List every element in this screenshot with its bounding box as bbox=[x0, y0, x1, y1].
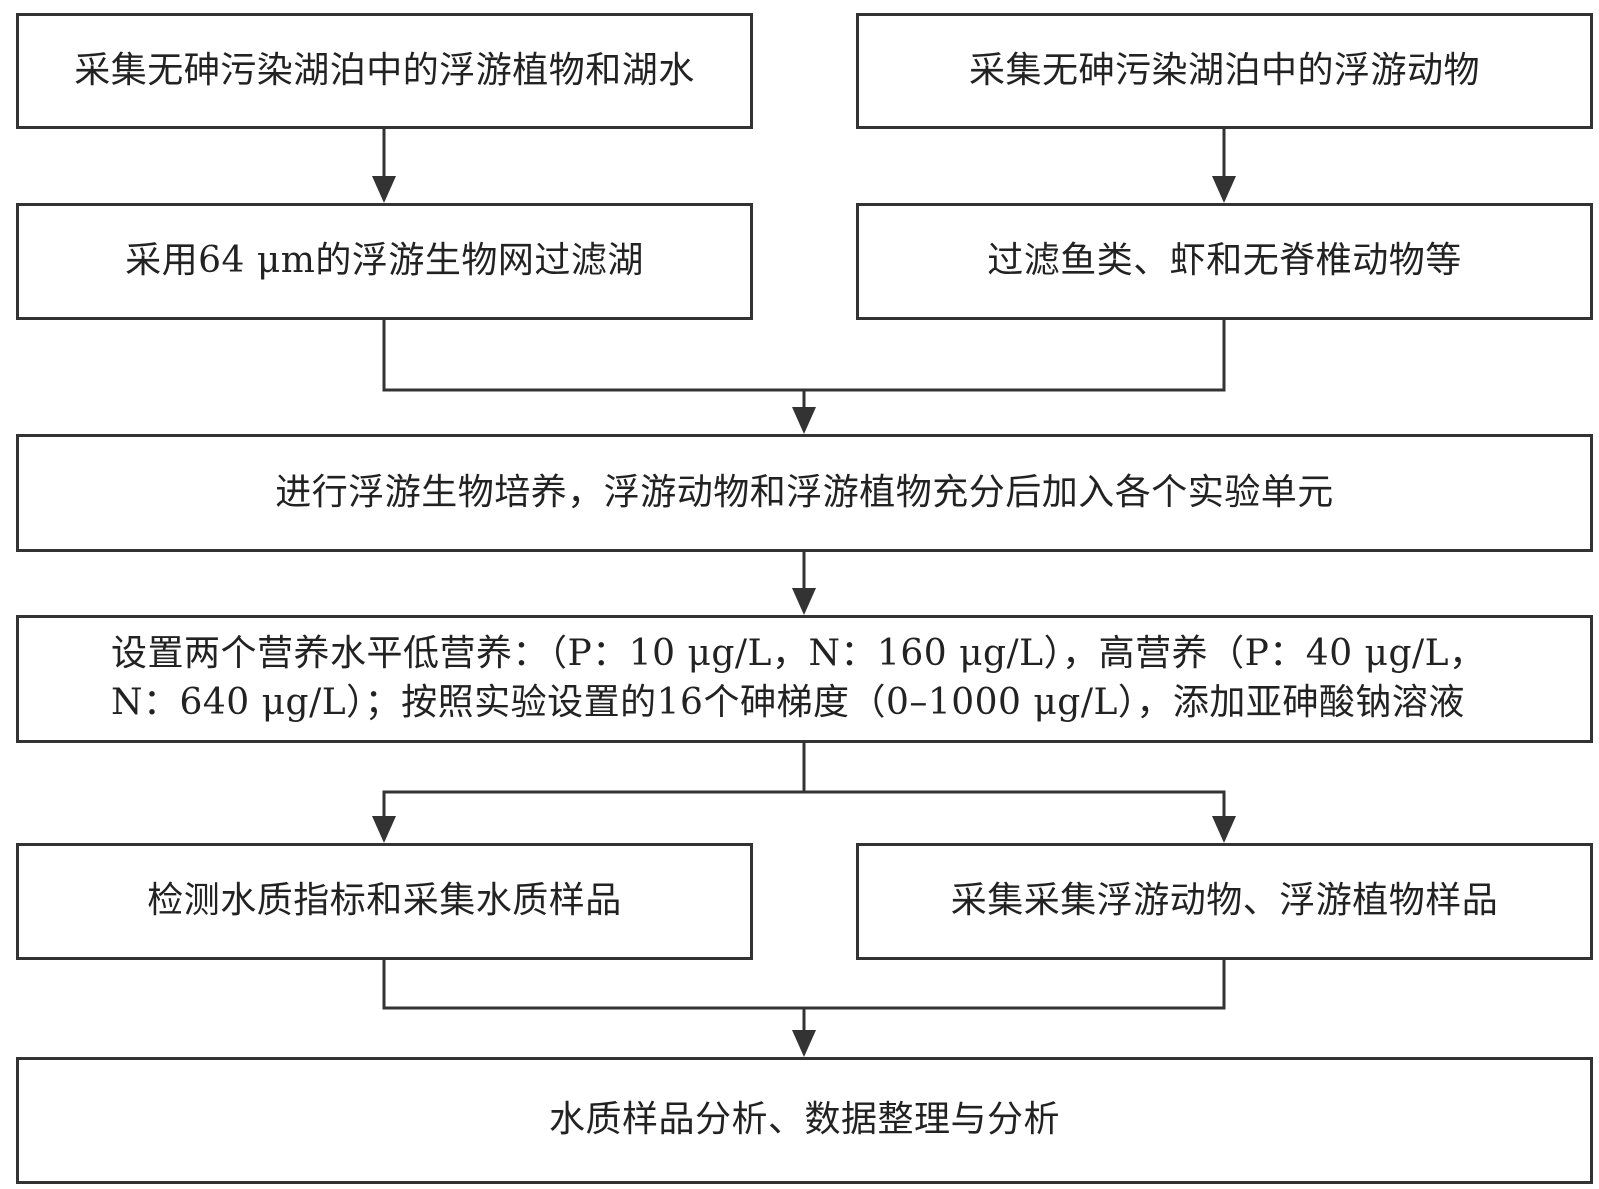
arrowhead-icon bbox=[792, 1030, 816, 1057]
node-label: 采集无砷污染湖泊中的浮游植物和湖水 bbox=[74, 49, 695, 91]
connector-line bbox=[382, 318, 1226, 392]
node-label: 过滤鱼类、虾和无脊椎动物等 bbox=[987, 240, 1462, 282]
node-label: 水质样品分析、数据整理与分析 bbox=[548, 1099, 1060, 1141]
node-filter-lake-water: 采用64 μm的浮游生物网过滤湖 bbox=[16, 203, 753, 320]
node-analysis: 水质样品分析、数据整理与分析 bbox=[16, 1057, 1593, 1184]
arrowhead-icon bbox=[792, 588, 816, 615]
arrowhead-icon bbox=[1212, 816, 1236, 843]
node-label: 进行浮游生物培养，浮游动物和浮游植物充分后加入各个实验单元 bbox=[275, 471, 1334, 513]
arrowhead-icon bbox=[372, 816, 396, 843]
node-label: 检测水质指标和采集水质样品 bbox=[147, 880, 622, 922]
node-label: 采集无砷污染湖泊中的浮游动物 bbox=[968, 49, 1480, 91]
node-filter-fish: 过滤鱼类、虾和无脊椎动物等 bbox=[856, 203, 1593, 320]
arrowhead-icon bbox=[1212, 176, 1236, 203]
node-label: 设置两个营养水平低营养：（P：10 μg/L，N：160 μg/L），高营养（P… bbox=[111, 630, 1486, 727]
node-collect-phytoplankton: 采集无砷污染湖泊中的浮游植物和湖水 bbox=[16, 13, 753, 129]
node-label-line: 设置两个营养水平低营养：（P：10 μg/L，N：160 μg/L），高营养（P… bbox=[111, 633, 1486, 675]
node-collect-zooplankton: 采集无砷污染湖泊中的浮游动物 bbox=[856, 13, 1593, 129]
node-label: 采集采集浮游动物、浮游植物样品 bbox=[950, 880, 1499, 922]
node-set-nutrients: 设置两个营养水平低营养：（P：10 μg/L，N：160 μg/L），高营养（P… bbox=[16, 615, 1593, 743]
connector-line bbox=[382, 790, 1226, 818]
node-culture-plankton: 进行浮游生物培养，浮游动物和浮游植物充分后加入各个实验单元 bbox=[16, 434, 1593, 552]
node-label: 采用64 μm的浮游生物网过滤湖 bbox=[125, 240, 644, 282]
arrowhead-icon bbox=[372, 176, 396, 203]
arrowhead-icon bbox=[792, 407, 816, 434]
node-collect-samples: 采集采集浮游动物、浮游植物样品 bbox=[856, 843, 1593, 960]
connector-line bbox=[382, 958, 1226, 1010]
node-test-water-quality: 检测水质指标和采集水质样品 bbox=[16, 843, 753, 960]
node-label-line: N：640 μg/L）；按照实验设置的16个砷梯度（0–1000 μg/L），添… bbox=[111, 682, 1465, 723]
